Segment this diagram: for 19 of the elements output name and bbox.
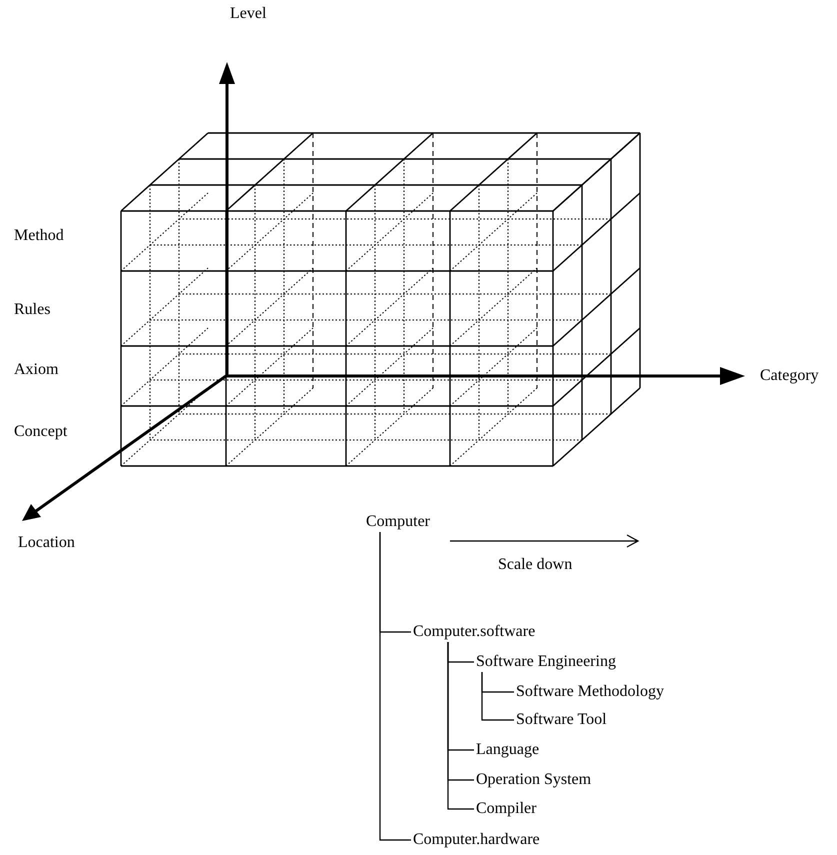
tree-item: Operation System xyxy=(475,771,592,789)
axis-label: Scale down xyxy=(498,556,572,574)
axis-label: Method xyxy=(14,227,64,245)
tree-item: Software Methodology xyxy=(515,683,665,701)
tree-item: Software Engineering xyxy=(475,653,617,671)
tree-item: Compiler xyxy=(475,800,538,818)
tree-item: Computer xyxy=(365,513,431,531)
axis-label: Level xyxy=(230,5,266,23)
tree-connector xyxy=(447,642,474,810)
tree-connector xyxy=(379,532,411,841)
axis-label: Axiom xyxy=(14,361,58,379)
tree-connector xyxy=(481,672,514,721)
tree-item: Computer.hardware xyxy=(412,831,541,849)
axis-label: Location xyxy=(18,534,75,552)
tree-item: Computer.software xyxy=(412,623,536,641)
axis-label: Category xyxy=(760,367,819,385)
axis-label: Rules xyxy=(14,301,50,319)
axis-label: Concept xyxy=(14,423,68,441)
tree-item: Language xyxy=(475,741,540,759)
